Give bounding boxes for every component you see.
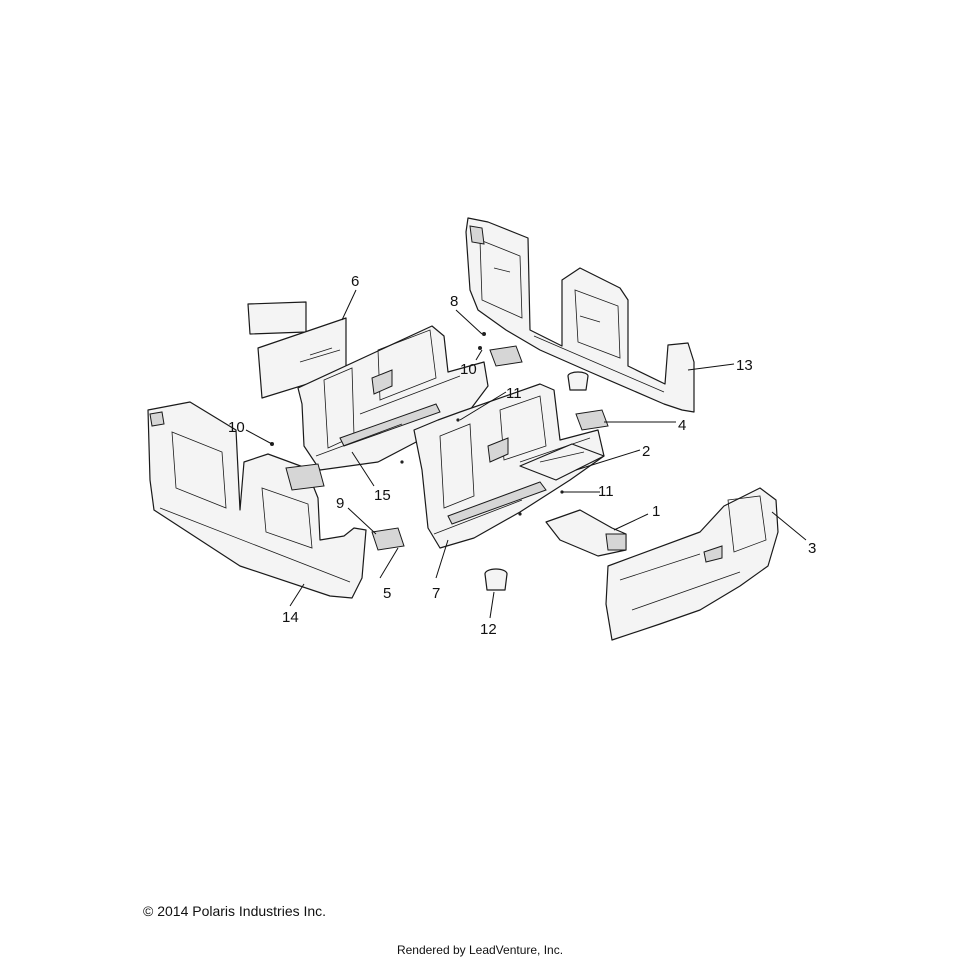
part-2-bracket[interactable] [519, 443, 605, 481]
callout-1: 1 [652, 503, 660, 520]
part-footrest-left[interactable] [285, 463, 325, 491]
callout-9: 9 [336, 495, 344, 512]
part-5-footrest[interactable] [371, 527, 405, 551]
copyright-notice: © 2014 Polaris Industries Inc. [143, 903, 327, 919]
leader-lines [245, 289, 807, 619]
callout-12: 12 [480, 621, 497, 638]
callout-8: 8 [450, 293, 458, 310]
callout-labels: 6 8 10 10 11 4 13 2 15 11 9 1 3 5 7 14 1… [228, 273, 816, 638]
part-4-footrest[interactable] [575, 409, 609, 431]
callout-10-upper: 10 [460, 361, 477, 378]
part-4-footrest-upper[interactable] [489, 345, 523, 367]
callout-11-lower: 11 [598, 483, 614, 500]
part-12-cup[interactable] [484, 568, 508, 591]
callout-15: 15 [374, 487, 391, 504]
part-14-left-floor[interactable] [147, 401, 367, 599]
part-13-rear-panel[interactable] [465, 217, 695, 413]
callout-5: 5 [383, 585, 391, 602]
callout-11-upper: 11 [506, 385, 522, 402]
callout-2: 2 [642, 443, 650, 460]
callout-4: 4 [678, 417, 686, 434]
callout-10-left: 10 [228, 419, 245, 436]
part-1-cover[interactable] [545, 509, 627, 557]
rendered-by-credit: Rendered by LeadVenture, Inc. [396, 943, 564, 957]
fasteners [270, 332, 564, 516]
callout-14: 14 [282, 609, 299, 626]
callout-13: 13 [736, 357, 753, 374]
callout-3: 3 [808, 540, 816, 557]
part-12-cup-upper[interactable] [567, 371, 589, 391]
callout-6: 6 [351, 273, 359, 290]
part-3-front-floor[interactable] [605, 487, 779, 641]
callout-7: 7 [432, 585, 440, 602]
part-15-floor-tub[interactable] [297, 325, 489, 471]
